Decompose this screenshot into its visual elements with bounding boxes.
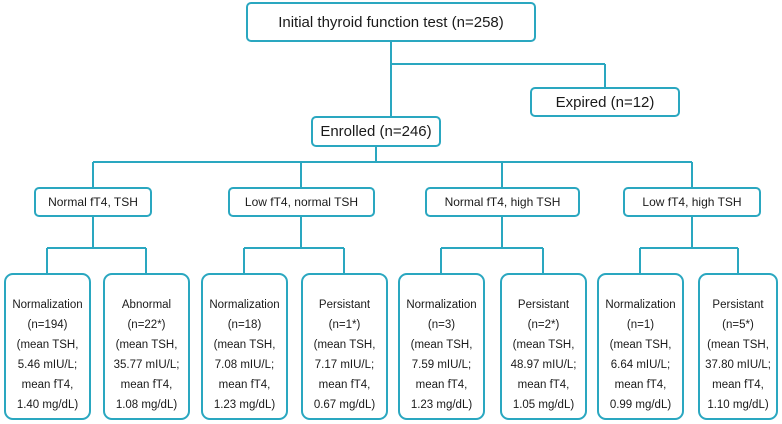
outcome-line: mean fT4, <box>218 379 271 391</box>
outcome-line: 37.80 mIU/L; <box>705 359 771 371</box>
outcome-line: mean fT4, <box>120 379 173 391</box>
outcome-line: 35.77 mIU/L; <box>113 359 180 371</box>
outcome-line: (mean TSH, <box>213 339 276 351</box>
outcome-line: mean fT4, <box>517 379 570 391</box>
group-box-normal-ft4-tsh: Normal fT4, TSH <box>34 187 152 217</box>
outcome-box-persistant: Persistant (n=1*) (mean TSH, 7.17 mIU/L;… <box>301 273 388 420</box>
outcome-line: 1.05 mg/dL) <box>512 399 575 411</box>
outcome-line: mean fT4, <box>318 379 371 391</box>
outcome-line: Persistant <box>318 299 371 311</box>
expired-box: Expired (n=12) <box>530 87 680 117</box>
group-box-low-ft4-normal-tsh: Low fT4, normal TSH <box>228 187 375 217</box>
outcome-box-persistant: Persistant (n=5*) (mean TSH, 37.80 mIU/L… <box>698 273 778 420</box>
outcome-line: 0.67 mg/dL) <box>313 399 376 411</box>
outcome-line: 7.17 mIU/L; <box>314 359 375 371</box>
outcome-line: Normalization <box>406 299 477 311</box>
outcome-line: (mean TSH, <box>313 339 376 351</box>
outcome-line: 1.10 mg/dL) <box>707 399 769 411</box>
outcome-line: (n=1*) <box>328 319 361 331</box>
outcome-line: (n=2*) <box>527 319 560 331</box>
outcome-line: 1.23 mg/dL) <box>410 399 473 411</box>
outcome-line: 6.64 mIU/L; <box>610 359 671 371</box>
outcome-line: 7.59 mIU/L; <box>411 359 472 371</box>
outcome-line: (n=22*) <box>127 319 166 331</box>
outcome-line: 5.46 mIU/L; <box>17 359 78 371</box>
group-label: Normal fT4, TSH <box>48 195 138 209</box>
outcome-line: 48.97 mIU/L; <box>510 359 577 371</box>
outcome-box-normalization: Normalization (n=18) (mean TSH, 7.08 mIU… <box>201 273 288 420</box>
outcome-line: 1.23 mg/dL) <box>213 399 276 411</box>
outcome-line: mean fT4, <box>21 379 74 391</box>
outcome-line: Normalization <box>12 299 83 311</box>
outcome-box-normalization: Normalization (n=1) (mean TSH, 6.64 mIU/… <box>597 273 684 420</box>
outcome-line: mean fT4, <box>614 379 667 391</box>
group-label: Normal fT4, high TSH <box>444 195 561 209</box>
outcome-box-persistant: Persistant (n=2*) (mean TSH, 48.97 mIU/L… <box>500 273 587 420</box>
outcome-line: mean fT4, <box>415 379 468 391</box>
outcome-line: (n=5*) <box>722 319 754 331</box>
outcome-line: (n=1) <box>626 319 655 331</box>
outcome-box-normalization: Normalization (n=3) (mean TSH, 7.59 mIU/… <box>398 273 485 420</box>
outcome-line: (mean TSH, <box>115 339 178 351</box>
group-label: Low fT4, high TSH <box>642 195 742 209</box>
outcome-line: 1.08 mg/dL) <box>115 399 178 411</box>
outcome-line: Persistant <box>712 299 764 311</box>
outcome-line: 7.08 mIU/L; <box>214 359 275 371</box>
outcome-line: Abnormal <box>121 299 172 311</box>
outcome-line: (mean TSH, <box>410 339 473 351</box>
expired-label: Expired (n=12) <box>555 93 655 111</box>
outcome-line: (mean TSH, <box>16 339 79 351</box>
outcome-line: (mean TSH, <box>512 339 575 351</box>
root-box: Initial thyroid function test (n=258) <box>246 2 536 42</box>
outcome-line: Normalization <box>209 299 280 311</box>
outcome-line: 0.99 mg/dL) <box>609 399 672 411</box>
outcome-box-normalization: Normalization (n=194) (mean TSH, 5.46 mI… <box>4 273 91 420</box>
enrolled-box: Enrolled (n=246) <box>311 116 441 147</box>
outcome-line: (mean TSH, <box>609 339 672 351</box>
outcome-line: (n=3) <box>427 319 456 331</box>
outcome-line: (n=18) <box>227 319 262 331</box>
outcome-line: Normalization <box>605 299 676 311</box>
outcome-line: Persistant <box>517 299 570 311</box>
outcome-line: 1.40 mg/dL) <box>16 399 79 411</box>
outcome-box-abnormal: Abnormal (n=22*) (mean TSH, 35.77 mIU/L;… <box>103 273 190 420</box>
outcome-line: (n=194) <box>27 319 68 331</box>
outcome-line: (mean TSH, <box>707 339 769 351</box>
enrolled-label: Enrolled (n=246) <box>320 123 432 140</box>
outcome-line: mean fT4, <box>712 379 764 391</box>
group-label: Low fT4, normal TSH <box>244 195 359 209</box>
group-box-normal-ft4-high-tsh: Normal fT4, high TSH <box>425 187 580 217</box>
group-box-low-ft4-high-tsh: Low fT4, high TSH <box>623 187 761 217</box>
root-label: Initial thyroid function test (n=258) <box>278 13 504 31</box>
